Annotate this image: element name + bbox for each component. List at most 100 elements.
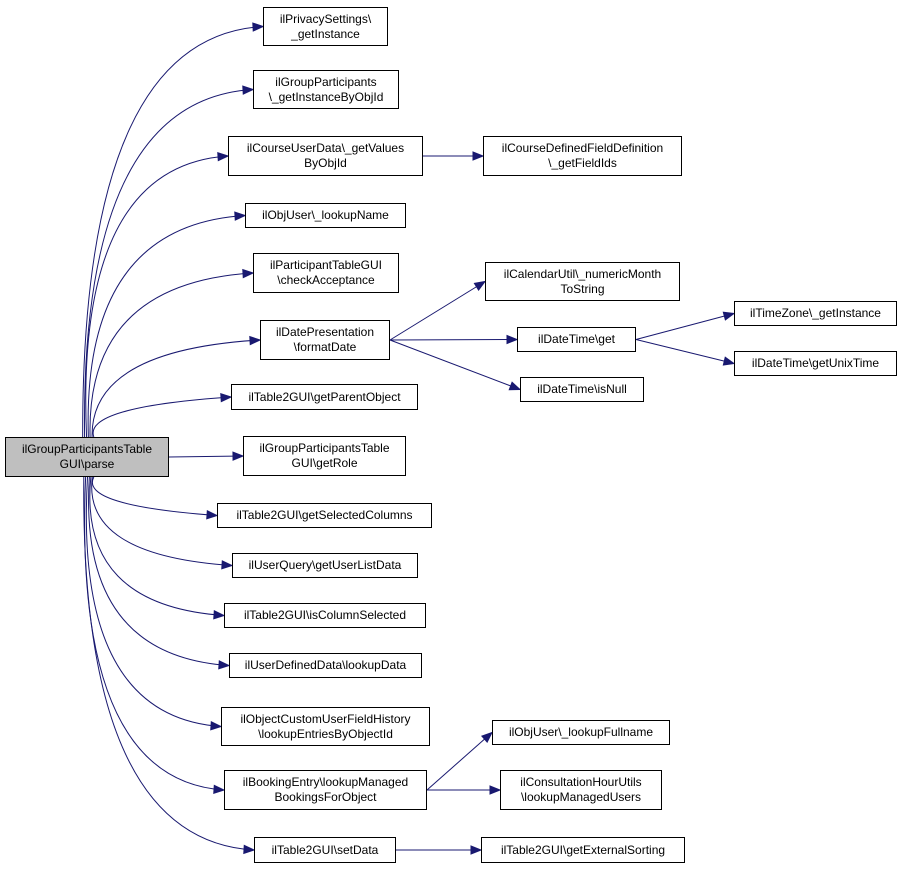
arrowhead bbox=[213, 610, 226, 620]
arrowhead bbox=[480, 731, 494, 744]
node-label-line: BookingsForObject bbox=[274, 790, 377, 804]
node-label-line: ilDateTime\get bbox=[538, 332, 615, 346]
node-label-line: ilGroupParticipants bbox=[275, 74, 377, 89]
arrowhead bbox=[722, 356, 736, 366]
node-label-line: ilObjUser\_lookupFullname bbox=[508, 725, 654, 739]
node-label-line: ilTimeZone\_getInstance bbox=[750, 306, 881, 320]
node-label-line: ilDateTime\isNull bbox=[537, 382, 627, 396]
node-coursefield[interactable]: ilCourseDefinedFieldDefinition\_getField… bbox=[483, 136, 682, 176]
node-formatdate[interactable]: ilDatePresentation\formatDate bbox=[260, 320, 390, 360]
arrowhead bbox=[210, 721, 223, 731]
call-edge bbox=[87, 215, 246, 438]
arrowhead bbox=[252, 22, 265, 32]
arrowhead bbox=[470, 845, 483, 855]
node-iscolsel[interactable]: ilTable2GUI\isColumnSelected bbox=[224, 603, 426, 628]
call-edge bbox=[85, 155, 229, 438]
node-privacy[interactable]: ilPrivacySettings\_getInstance bbox=[263, 7, 388, 46]
node-unixtime[interactable]: ilDateTime\getUnixTime bbox=[734, 351, 897, 376]
arrowhead bbox=[489, 785, 502, 795]
call-edge bbox=[92, 396, 232, 438]
node-getparent[interactable]: ilTable2GUI\getParentObject bbox=[231, 384, 418, 410]
node-label-line: ToString bbox=[560, 281, 605, 296]
node-label-line: ilDateTime\getUnixTime bbox=[751, 356, 880, 370]
call-edge bbox=[635, 313, 735, 340]
node-label-line: \_getFieldIds bbox=[548, 156, 617, 170]
node-groupparts[interactable]: ilGroupParticipants\_getInstanceByObjId bbox=[253, 70, 399, 109]
node-label-line: ilTable2GUI\isColumnSelected bbox=[243, 608, 407, 622]
node-label-line: _getInstance bbox=[291, 26, 360, 41]
node-label-line: GUI\getRole bbox=[291, 456, 358, 470]
node-label-line: ilCourseDefinedFieldDefinition bbox=[501, 141, 664, 155]
node-userdef[interactable]: ilUserDefinedData\lookupData bbox=[229, 653, 422, 678]
call-edge bbox=[85, 476, 222, 727]
call-edge bbox=[82, 26, 264, 438]
node-lookupname[interactable]: ilObjUser\_lookupName bbox=[245, 203, 406, 228]
node-label-line: ilTable2GUI\setData bbox=[271, 842, 379, 857]
arrowhead bbox=[243, 844, 256, 855]
call-edge bbox=[168, 455, 244, 458]
node-label-line: \formatDate bbox=[293, 340, 357, 354]
call-edge bbox=[426, 732, 493, 791]
node-label-line: \lookupEntriesByObjectId bbox=[258, 726, 393, 741]
arrowhead bbox=[473, 280, 487, 292]
arrowhead bbox=[472, 151, 485, 161]
arrowhead bbox=[220, 392, 233, 403]
node-customhist[interactable]: ilObjectCustomUserFieldHistory\lookupEnt… bbox=[221, 707, 430, 746]
node-label-line: ilDatePresentation bbox=[275, 325, 375, 339]
node-label-line: ilTable2GUI\getParentObject bbox=[248, 389, 401, 404]
node-label-line: ilParticipantTableGUI bbox=[269, 258, 383, 272]
arrowhead bbox=[242, 85, 255, 95]
node-consult[interactable]: ilConsultationHourUtils\lookupManagedUse… bbox=[500, 770, 662, 810]
node-extsort[interactable]: ilTable2GUI\getExternalSorting bbox=[481, 837, 685, 863]
arrowhead bbox=[218, 660, 231, 670]
node-userlist[interactable]: ilUserQuery\getUserListData bbox=[232, 553, 418, 578]
arrowhead bbox=[232, 451, 245, 461]
node-label-line: ilTable2GUI\getExternalSorting bbox=[500, 842, 666, 857]
node-selcols[interactable]: ilTable2GUI\getSelectedColumns bbox=[217, 503, 432, 528]
call-edge bbox=[91, 339, 261, 438]
node-label-line: ilTable2GUI\getSelectedColumns bbox=[236, 508, 413, 522]
node-label-line: ByObjId bbox=[304, 156, 347, 170]
call-edge bbox=[389, 339, 521, 390]
node-label-line: ilObjectCustomUserFieldHistory bbox=[240, 711, 411, 726]
call-edge bbox=[83, 476, 255, 851]
node-label-line: GUI\parse bbox=[59, 457, 115, 471]
node-isnull[interactable]: ilDateTime\isNull bbox=[520, 377, 644, 402]
node-label-line: ilUserQuery\getUserListData bbox=[248, 558, 402, 572]
call-edge bbox=[89, 476, 225, 616]
node-tzinst[interactable]: ilTimeZone\_getInstance bbox=[734, 301, 897, 326]
call-edge bbox=[84, 89, 254, 438]
arrowhead bbox=[242, 268, 255, 279]
arrowhead bbox=[249, 335, 262, 346]
arrowhead bbox=[722, 311, 736, 321]
call-edge bbox=[91, 476, 233, 566]
arrowhead bbox=[506, 334, 519, 345]
call-edge bbox=[88, 476, 230, 666]
node-label-line: ilBookingEntry\lookupManaged bbox=[242, 775, 409, 789]
node-fullname[interactable]: ilObjUser\_lookupFullname bbox=[492, 720, 670, 745]
node-label-line: ilObjUser\_lookupName bbox=[262, 208, 389, 222]
node-checkaccept[interactable]: ilParticipantTableGUI\checkAcceptance bbox=[253, 253, 399, 293]
call-edge bbox=[91, 476, 218, 516]
node-dtget[interactable]: ilDateTime\get bbox=[517, 327, 636, 352]
node-label-line: ilGroupParticipantsTable bbox=[21, 442, 153, 456]
node-label-line: ilUserDefinedData\lookupData bbox=[244, 658, 407, 672]
node-label-line: \checkAcceptance bbox=[277, 273, 375, 287]
arrowhead bbox=[221, 560, 234, 570]
node-label-line: ilConsultationHourUtils bbox=[520, 775, 642, 789]
node-label-line: \_getInstanceByObjId bbox=[268, 89, 384, 104]
arrowhead bbox=[508, 381, 522, 391]
arrowhead bbox=[213, 784, 226, 795]
arrowhead bbox=[234, 211, 247, 221]
node-setdata[interactable]: ilTable2GUI\setData bbox=[254, 837, 396, 863]
node-label-line: ilGroupParticipantsTable bbox=[259, 441, 390, 455]
call-edge bbox=[389, 339, 518, 341]
call-edge bbox=[635, 339, 735, 364]
node-label-line: \lookupManagedUsers bbox=[520, 790, 642, 804]
